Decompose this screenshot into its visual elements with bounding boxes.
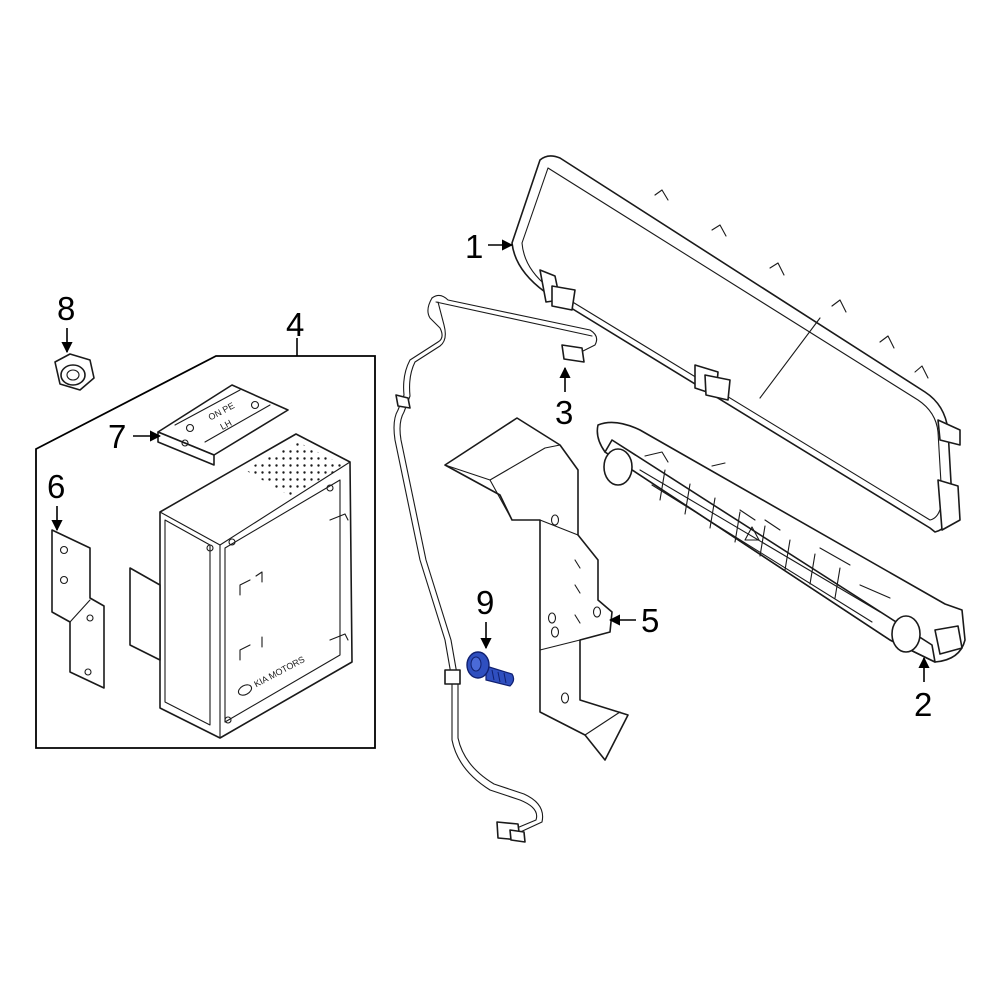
head-unit: KIA MOTORS xyxy=(129,433,353,739)
wire-harness xyxy=(393,294,598,843)
control-panel xyxy=(596,421,966,663)
callout-2: 2 xyxy=(914,686,932,723)
bracket-marking-2: LH xyxy=(219,418,234,432)
side-bracket xyxy=(51,529,105,689)
plate-bracket: ON PE LH xyxy=(157,384,289,466)
bolt-highlighted xyxy=(466,651,515,687)
mounting-bracket xyxy=(444,417,629,761)
callout-5: 5 xyxy=(641,602,659,639)
callout-8: 8 xyxy=(57,290,75,327)
flange-nut xyxy=(54,353,95,391)
callout-6: 6 xyxy=(47,468,65,505)
callout-7: 7 xyxy=(108,418,126,455)
assembly-4-frame xyxy=(35,355,376,749)
callout-4: 4 xyxy=(286,306,304,343)
callout-9: 9 xyxy=(476,584,494,621)
callout-1: 1 xyxy=(465,228,483,265)
instrument-cluster xyxy=(511,155,961,533)
callout-3: 3 xyxy=(555,394,573,431)
callout-labels: 1 2 3 4 5 6 7 8 9 xyxy=(47,228,932,723)
leader-lines xyxy=(51,239,930,682)
